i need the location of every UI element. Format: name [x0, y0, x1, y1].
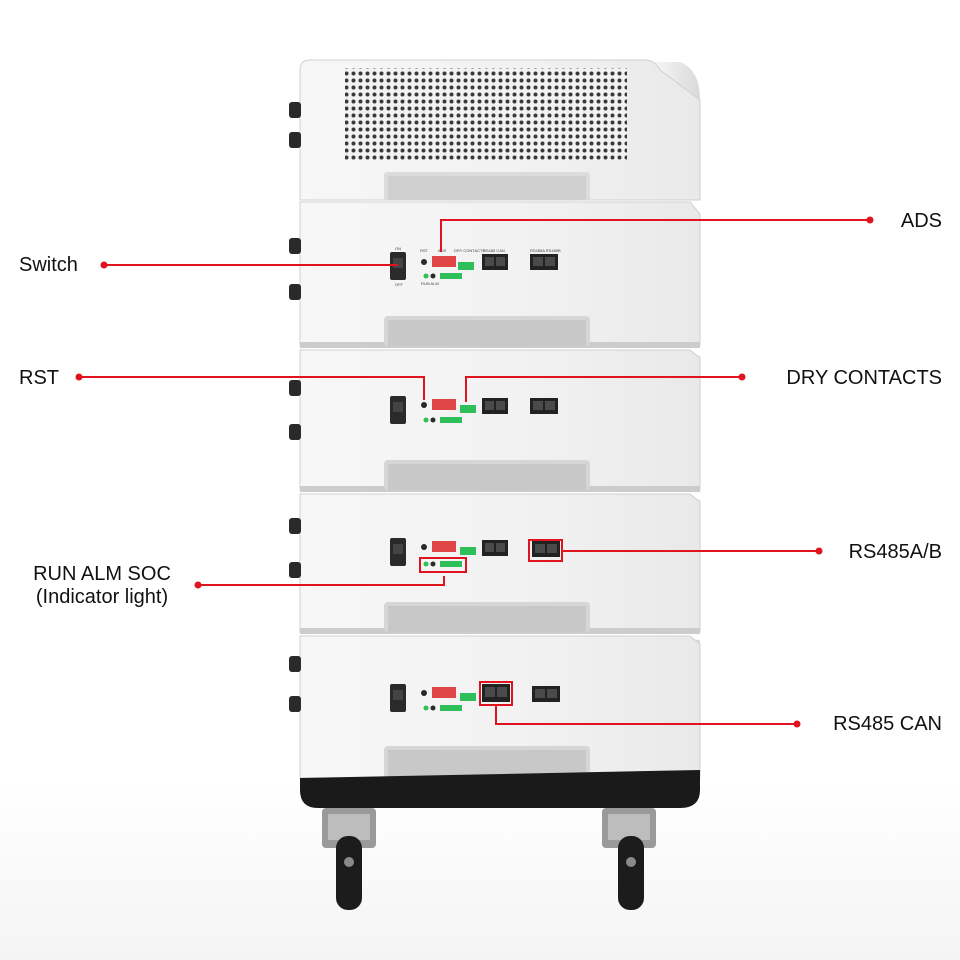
soc-leds-3: [440, 561, 462, 567]
floor: [0, 780, 960, 960]
run-led-4: [423, 705, 429, 711]
soc-leds-2: [440, 417, 462, 423]
run-led-3: [423, 561, 429, 567]
alm-led-1: [430, 273, 436, 279]
run-led-2: [423, 417, 429, 423]
ads-dip-switch-3[interactable]: [432, 541, 456, 552]
switch-off-label: OFF: [395, 282, 404, 287]
rs485can-leader: [495, 704, 797, 725]
dry-contacts-terminal-3: [460, 547, 476, 555]
caster-left: [322, 808, 376, 910]
ads-dip-switch-1[interactable]: [432, 256, 456, 267]
dry-contacts-terminal-4: [460, 693, 476, 701]
callout-lines: [79, 219, 870, 725]
switch-on-label: ON: [395, 246, 401, 251]
dry-contacts-terminal-1: [458, 262, 474, 270]
dry-contacts-terminal-2: [460, 405, 476, 413]
soc-leds-1: [440, 273, 462, 279]
indicator-callout: RUN ALM SOC (Indicator light): [16, 563, 188, 609]
ads-dip-switch-4[interactable]: [432, 687, 456, 698]
soc-leds-4: [440, 705, 462, 711]
indicator-callout-line1: RUN ALM SOC: [33, 563, 171, 585]
indicator-leader: [198, 576, 445, 586]
run-alm-label: RUN ALM: [421, 281, 439, 286]
ads-callout: ADS: [900, 210, 942, 232]
ads-label: ADS: [438, 248, 447, 253]
top-module: [299, 59, 701, 201]
rs485can-callout: RS485 CAN: [833, 713, 942, 735]
battery-module-1: ON OFF RST ADS DRY CONTACTS RS485 CAN RS…: [299, 201, 701, 348]
rst-leader: [79, 376, 425, 400]
dry-contacts-label: DRY CONTACTS: [454, 248, 485, 253]
dry-contacts-leader: [465, 376, 742, 402]
indicator-callout-line2: (Indicator light): [35, 586, 169, 608]
reset-button-2[interactable]: [421, 402, 427, 408]
switch-callout: Switch: [19, 254, 78, 276]
ads-leader: [440, 219, 870, 252]
battery-module-2: [299, 349, 701, 492]
rs485ab-highlight-box: [528, 539, 563, 562]
battery-module-4: [299, 635, 701, 779]
alm-led-2: [430, 417, 436, 423]
cabinet-base: [300, 770, 700, 808]
rs485can-highlight-box: [479, 681, 513, 706]
rst-label: RST: [420, 248, 429, 253]
reset-button-4[interactable]: [421, 690, 427, 696]
dry-contacts-callout: DRY CONTACTS: [786, 367, 942, 389]
vent-grille: [345, 68, 627, 160]
rs485ab-label: RS485A RS485B: [530, 248, 561, 253]
rs485-can-label: RS485 CAN: [483, 248, 505, 253]
ads-dip-switch-2[interactable]: [432, 399, 456, 410]
reset-button-3[interactable]: [421, 544, 427, 550]
reset-button-1[interactable]: [421, 259, 427, 265]
rs485ab-callout: RS485A/B: [848, 541, 942, 563]
rst-callout: RST: [19, 367, 59, 389]
side-terminals: [289, 102, 301, 712]
alm-led-3: [430, 561, 436, 567]
battery-module-3: [299, 493, 701, 634]
caster-right: [602, 808, 656, 910]
run-led-1: [423, 273, 429, 279]
callout-dots: [75, 216, 874, 728]
alm-led-4: [430, 705, 436, 711]
indicator-highlight-box: [419, 557, 467, 573]
